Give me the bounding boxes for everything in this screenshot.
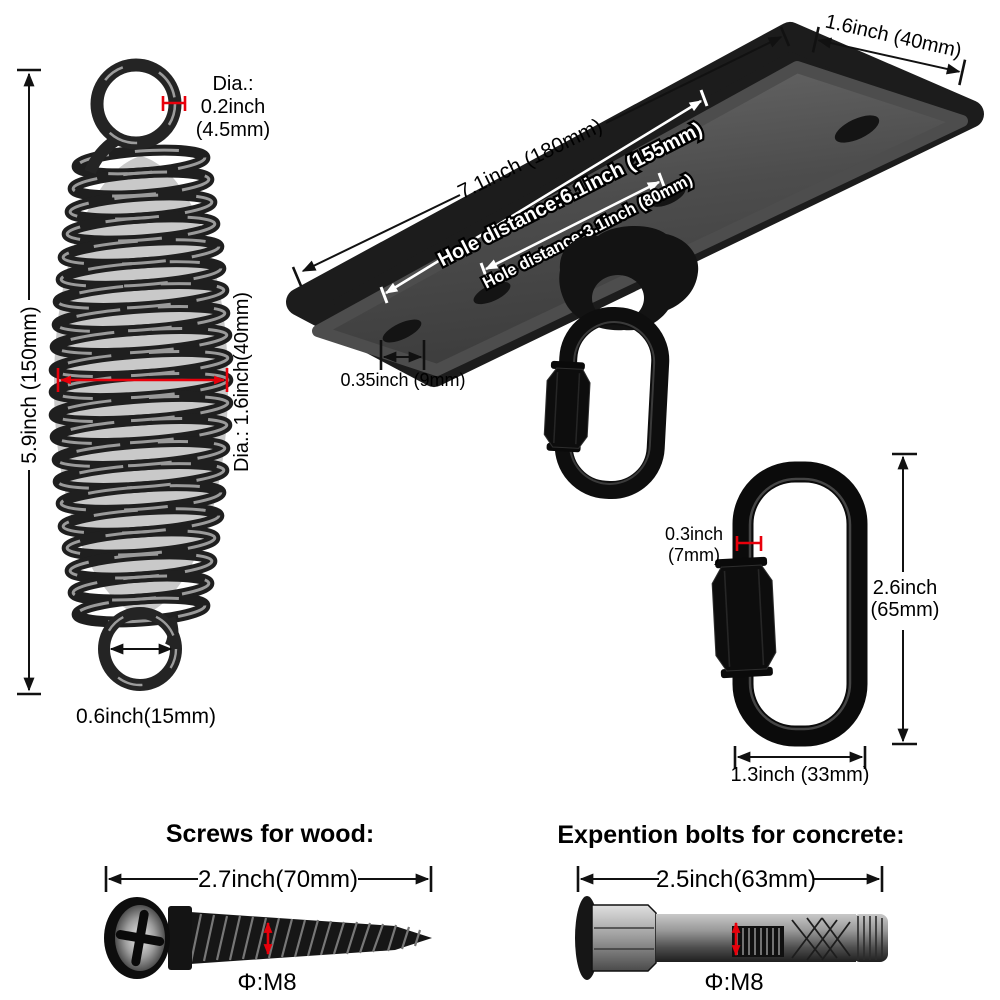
spring-length-label: 5.9inch (150mm) (18, 306, 41, 464)
spring-bottom-loop-dimension: 0.6inch(15mm) (76, 643, 216, 728)
plate-hole-diameter-label: 0.35inch (9mm) (340, 370, 465, 390)
concrete-bolt-diameter-label: Φ:M8 (704, 969, 763, 996)
wood-screw-length-label: 2.7inch(70mm) (198, 866, 358, 893)
concrete-bolt-illustration (575, 896, 888, 980)
hook-body (559, 225, 699, 331)
spring-coil-diameter-dimension: Dia.: 1.6inch(40mm) (56, 292, 253, 472)
bolt-thread-slot (732, 926, 784, 957)
wood-screw-illustration (104, 897, 432, 979)
plate-hole-diameter-dimension: 0.35inch (9mm) (340, 340, 466, 390)
bolt-hex-head (591, 904, 657, 972)
hanging-quick-link (543, 306, 670, 500)
wood-screws-section: Screws for wood: 2.7inch(70mm) (104, 820, 433, 996)
quick-link-height-label-line2: (65mm) (871, 599, 940, 621)
quick-link-sleeve-nut (711, 556, 777, 679)
bolt-expansion-crosshatch (791, 917, 851, 961)
phillips-cross-icon (115, 909, 165, 967)
quick-link-wire-dimension: 0.3inch (7mm) (665, 524, 763, 565)
spring-illustration (53, 58, 228, 691)
quick-link-wire-label-line2: (7mm) (668, 545, 720, 565)
spring-length-dimension: 5.9inch (150mm) (17, 68, 41, 696)
plate-hole-4 (834, 115, 880, 143)
quick-link-illustration (711, 461, 868, 747)
spring-coil-diameter-label: Dia.: 1.6inch(40mm) (231, 292, 253, 472)
quick-link-height-dimension: 2.6inch (65mm) (871, 452, 940, 746)
ceiling-hook-illustration (543, 225, 699, 500)
plate-hole-1 (382, 319, 422, 343)
quick-link-height-label-line1: 2.6inch (873, 577, 938, 599)
concrete-bolts-heading: Expention bolts for concrete: (557, 821, 904, 849)
quick-link-width-dimension: 1.3inch (33mm) (731, 746, 870, 786)
spring-wire-dia-line1: Dia.: (212, 73, 253, 95)
spring-bottom-loop-label: 0.6inch(15mm) (76, 705, 216, 728)
hanging-link-sleeve-nut (543, 367, 591, 449)
spring-wire-dia-line3: (4.5mm) (196, 119, 270, 141)
wood-screw-diameter-label: Φ:M8 (237, 969, 296, 996)
quick-link-wire-label-line1: 0.3inch (665, 524, 723, 544)
quick-link-width-label: 1.3inch (33mm) (731, 764, 870, 786)
wood-screws-heading: Screws for wood: (166, 820, 374, 848)
concrete-bolt-length-label: 2.5inch(63mm) (656, 866, 816, 893)
concrete-bolts-section: Expention bolts for concrete: 2.5inch(63… (557, 821, 904, 996)
spring-wire-diameter-annotation: Dia.: 0.2inch (4.5mm) (161, 73, 270, 141)
wood-screw-collar (168, 906, 192, 970)
spring-wire-dia-line2: 0.2inch (201, 96, 266, 118)
